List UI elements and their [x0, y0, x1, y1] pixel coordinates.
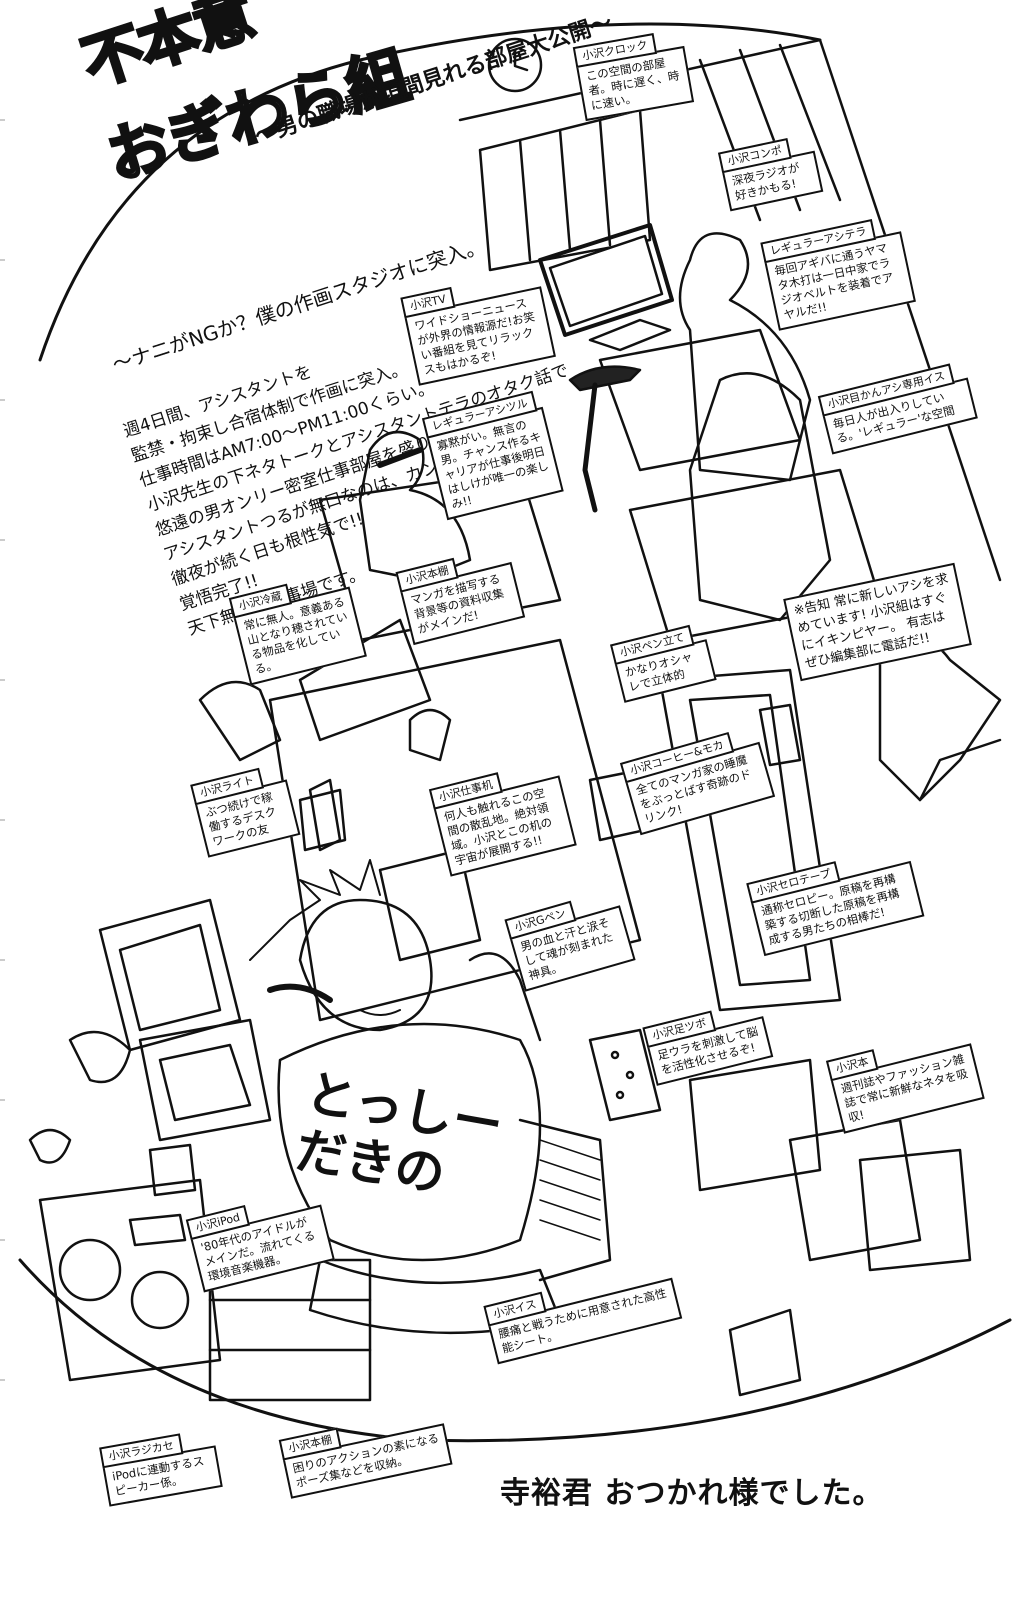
margin-marks — [0, 119, 5, 1381]
thanks-message: 寺裕君 おつかれ様でした。 — [500, 1476, 884, 1511]
